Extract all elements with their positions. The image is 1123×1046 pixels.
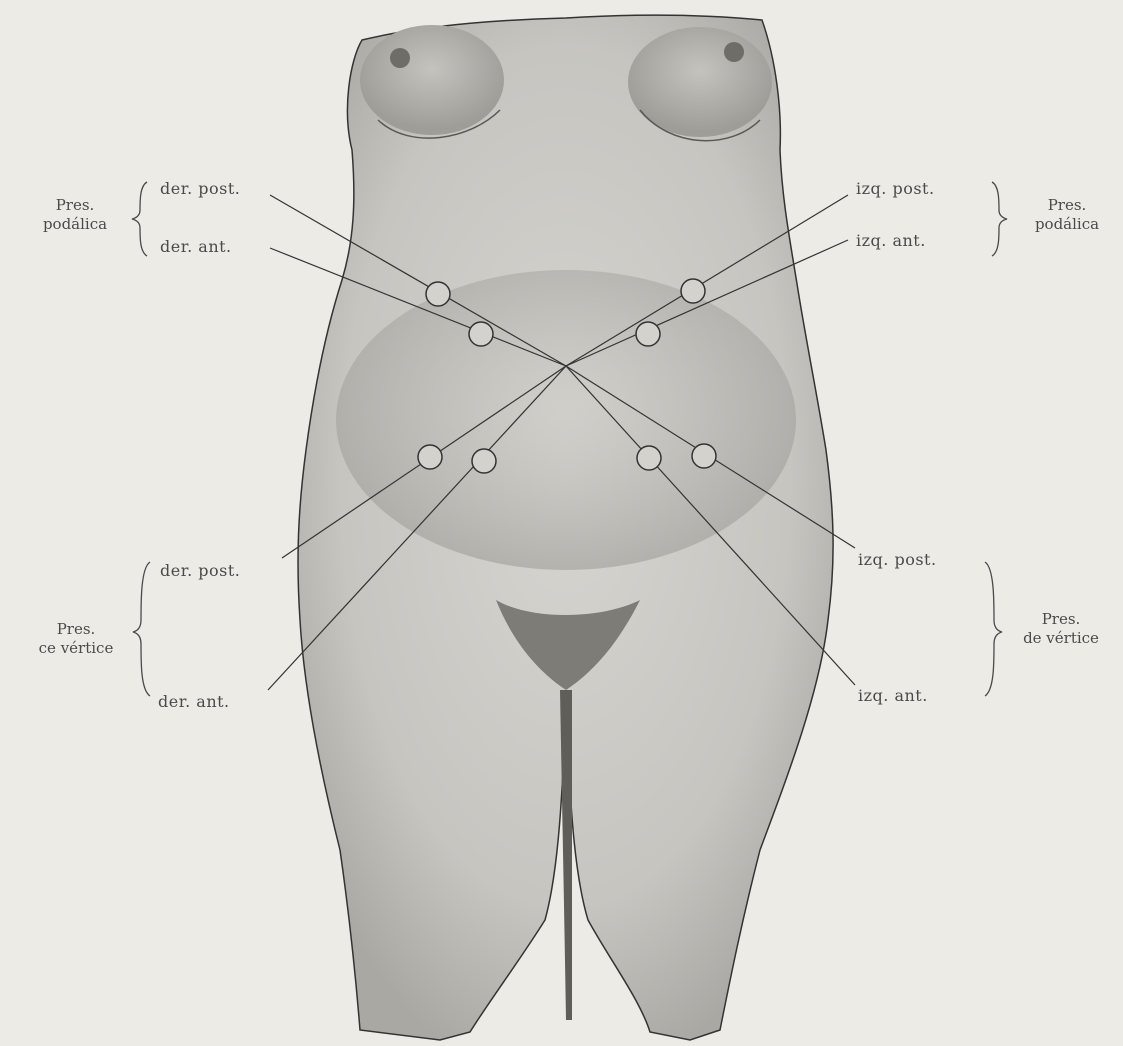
label-lower-left-post: der. post. (160, 562, 240, 580)
caption-line-1: Pres. (20, 196, 130, 215)
caption-line-1: Pres. (1005, 610, 1117, 629)
right-breast (360, 25, 504, 135)
right-nipple (390, 48, 410, 68)
caption-right-vertice: Pres. de vértice (1005, 610, 1117, 648)
caption-right-podalica: Pres. podálica (1012, 196, 1122, 234)
marker-upper-left-post (426, 282, 450, 306)
brace-lower-right (985, 562, 1002, 696)
marker-lower-left-ant (472, 449, 496, 473)
marker-upper-right-post (681, 279, 705, 303)
caption-left-podalica: Pres. podálica (20, 196, 130, 234)
caption-line-2: podálica (1012, 215, 1122, 234)
caption-line-1: Pres. (20, 620, 132, 639)
brace-lower-left (133, 562, 150, 696)
caption-line-1: Pres. (1012, 196, 1122, 215)
left-nipple (724, 42, 744, 62)
caption-line-2: ce vértice (20, 639, 132, 658)
marker-upper-left-ant (469, 322, 493, 346)
caption-left-vertice: Pres. ce vértice (20, 620, 132, 658)
caption-line-2: de vértice (1005, 629, 1117, 648)
marker-lower-right-post (692, 444, 716, 468)
label-upper-right-ant: izq. ant. (856, 232, 926, 250)
brace-upper-right (992, 182, 1007, 256)
belly-shading (336, 270, 796, 570)
label-lower-left-ant: der. ant. (158, 693, 230, 711)
marker-lower-right-ant (637, 446, 661, 470)
label-upper-left-ant: der. ant. (160, 238, 232, 256)
label-upper-left-post: der. post. (160, 180, 240, 198)
label-lower-right-ant: izq. ant. (858, 687, 928, 705)
brace-upper-left (132, 182, 147, 256)
thigh-gap (560, 690, 572, 1020)
marker-lower-left-post (418, 445, 442, 469)
marker-upper-right-ant (636, 322, 660, 346)
caption-line-2: podálica (20, 215, 130, 234)
label-lower-right-post: izq. post. (858, 551, 937, 569)
label-upper-right-post: izq. post. (856, 180, 935, 198)
